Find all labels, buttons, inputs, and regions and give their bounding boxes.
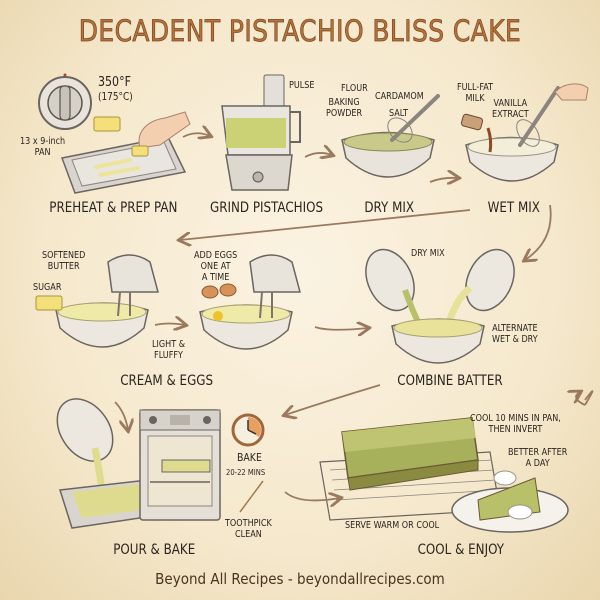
note-temp-c: (175°C) xyxy=(98,91,133,103)
creaming-bowl-icon xyxy=(35,295,149,348)
timer-clock-icon xyxy=(231,413,265,447)
note-better-after: BETTER AFTER A DAY xyxy=(508,447,568,469)
cake-icon xyxy=(341,417,479,491)
hand-icon xyxy=(138,111,191,149)
note-bake: BAKE xyxy=(237,451,262,464)
note-softened-butter: SOFTENED BUTTER xyxy=(42,250,86,272)
flow-arrows xyxy=(114,133,594,500)
pouring-bowl-icon xyxy=(56,398,114,491)
note-salt: SALT xyxy=(389,108,409,119)
note-cardamom: CARDAMOM xyxy=(375,91,424,102)
note-baking-powder: BAKING POWDER xyxy=(326,97,363,119)
note-add-eggs: ADD EGGS ONE AT A TIME xyxy=(194,250,238,283)
butter-icon xyxy=(93,116,121,132)
note-sugar: SUGAR xyxy=(33,282,62,293)
note-alternate: ALTERNATE WET & DRY xyxy=(492,323,538,345)
eggs-bowl-icon xyxy=(199,254,301,350)
oven-icon xyxy=(139,409,221,521)
dry-mix-bowl-icon xyxy=(341,94,440,178)
step-label-grind: GRIND PISTACHIOS xyxy=(209,200,324,216)
step-label-preheat: PREHEAT & PREP PAN xyxy=(49,200,178,216)
step-label-pour-bake: POUR & BAKE xyxy=(113,542,196,558)
note-serve: SERVE WARM OR COOL xyxy=(345,520,440,531)
note-pulse: PULSE xyxy=(289,80,315,91)
cake-slice-plate-icon xyxy=(451,470,569,533)
note-pan-size: 13 x 9-inch PAN xyxy=(20,136,66,158)
note-temp-f: 350°F xyxy=(98,75,131,90)
note-milk: FULL-FAT MILK xyxy=(457,82,494,104)
wet-mix-bowl-icon xyxy=(460,83,589,182)
toothpick-icon xyxy=(239,480,264,513)
note-light-fluffy: LIGHT & FLUFFY xyxy=(152,339,186,361)
combine-bowls-icon xyxy=(365,248,515,364)
page-title: DECADENT PISTACHIO BLISS CAKE xyxy=(78,14,522,49)
step-label-cream-eggs: CREAM & EGGS xyxy=(120,373,214,389)
note-toothpick: TOOTHPICK CLEAN xyxy=(225,518,272,540)
note-bake-time: 20-22 MINS xyxy=(226,468,266,477)
step-label-wet-mix: WET MIX xyxy=(487,200,540,216)
step-label-dry-mix: DRY MIX xyxy=(364,200,415,216)
hand-mixer-icon xyxy=(107,254,159,317)
food-processor-icon xyxy=(221,74,301,191)
note-vanilla: VANILLA EXTRACT xyxy=(492,98,529,120)
note-cool-invert: COOL 10 MINS IN PAN, THEN INVERT xyxy=(470,413,561,435)
footer-credit: Beyond All Recipes - beyondallrecipes.co… xyxy=(155,570,445,588)
step-label-combine: COMBINE BATTER xyxy=(397,373,503,389)
step-label-cool-enjoy: COOL & ENJOY xyxy=(417,542,505,558)
note-dry-mix: DRY MIX xyxy=(411,248,445,259)
note-flour: FLOUR xyxy=(341,83,368,94)
baking-pan-icon xyxy=(60,136,187,194)
oven-dial-icon xyxy=(38,73,92,130)
